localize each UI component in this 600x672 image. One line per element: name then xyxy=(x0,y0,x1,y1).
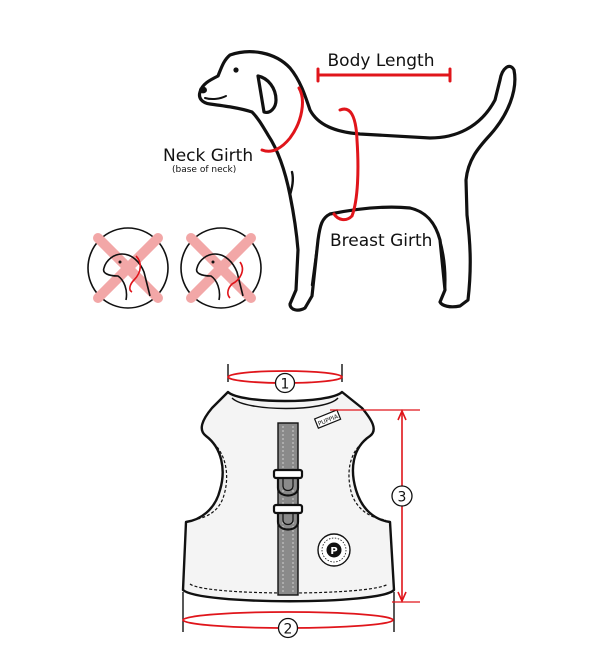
harness-left-arm-trim xyxy=(191,439,228,521)
svg-text:3: 3 xyxy=(398,490,407,506)
marker-3: 3 xyxy=(391,485,413,507)
svg-text:2: 2 xyxy=(284,622,293,638)
dog-measurements xyxy=(260,67,452,222)
breast-girth-loop xyxy=(332,107,360,222)
marker-1: 1 xyxy=(274,372,296,394)
wrong-example-1-strap xyxy=(129,255,142,293)
logo-badge: P xyxy=(317,533,351,567)
d-ring-buckle-upper xyxy=(272,468,304,497)
neck-girth-label: Neck Girth xyxy=(163,146,253,166)
harness-collar-trim xyxy=(231,397,339,410)
breast-girth-label: Breast Girth xyxy=(330,231,432,251)
harness-right-arm-trim xyxy=(348,439,387,521)
wrong-example-2 xyxy=(180,227,262,309)
wrong-example-1 xyxy=(87,227,169,309)
dog-outline xyxy=(197,50,517,312)
wrong-example-1-head xyxy=(102,253,151,301)
dog-nose xyxy=(199,86,207,94)
wrong-example-2-head xyxy=(195,253,244,301)
d-ring-buckle-lower xyxy=(272,503,304,531)
harness-illustration: PUPPIA P 1 2 3 xyxy=(181,364,420,639)
harness-hem-trim xyxy=(189,583,389,594)
dog-inner-leg-front xyxy=(310,238,320,287)
dog-inner-leg-back xyxy=(438,238,447,292)
body-length-label: Body Length xyxy=(328,51,435,71)
dog-mouth xyxy=(204,95,227,101)
neck-girth-loop xyxy=(260,86,304,153)
neck-girth-note: (base of neck) xyxy=(172,165,236,175)
dog-ear xyxy=(256,74,278,114)
dog-illustration xyxy=(197,50,517,312)
dog-chest-line xyxy=(288,170,295,197)
marker-2: 2 xyxy=(277,617,299,639)
dog-eye xyxy=(233,67,239,73)
wrong-example-2-strap xyxy=(227,261,244,299)
svg-text:1: 1 xyxy=(281,377,290,393)
logo-letter: P xyxy=(330,546,337,557)
